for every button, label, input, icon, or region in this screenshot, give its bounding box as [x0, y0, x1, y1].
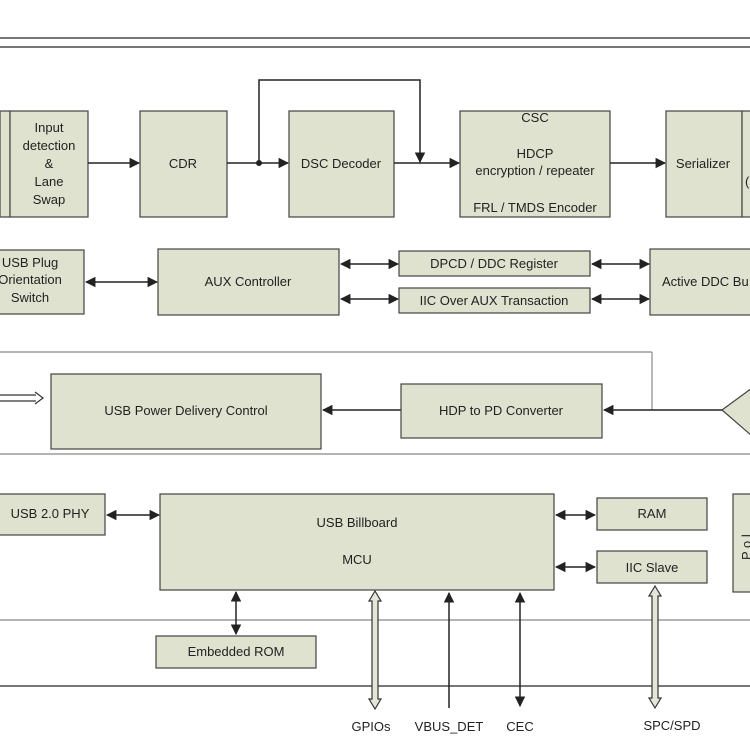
dpcd-ddc-block: DPCD / DDC Register [398, 250, 591, 277]
gpios-bus-arrow [367, 589, 383, 711]
serializer-block: Serializer ( [665, 110, 750, 218]
left-cut-block [0, 110, 11, 218]
cdr-label: CDR [169, 156, 197, 171]
active-ddc-label: Active DDC Bu [662, 274, 749, 289]
aux-controller-label: AUX Controller [205, 274, 292, 289]
ram-block: RAM [596, 497, 708, 531]
iic-over-aux-label: IIC Over AUX Transaction [420, 293, 569, 308]
input-detection-line-5: Swap [33, 192, 66, 207]
usb-plug-line-1: USB Plug [2, 255, 58, 270]
cdr-block: CDR [139, 110, 228, 218]
hdcp-label-line-2: encryption / repeater [475, 163, 595, 178]
input-detection-line-4: Lane [35, 174, 64, 189]
serializer-label: Serializer [676, 156, 731, 171]
right-cut-block: P o l [732, 493, 750, 593]
usb-billboard-mcu-block: USB Billboard MCU [159, 493, 555, 591]
spc-spd-bus-arrow [647, 584, 663, 710]
usb-plug-line-2: Orientation [0, 272, 62, 287]
usb-pd-block: USB Power Delivery Control [50, 373, 322, 450]
bypass-wire [258, 79, 426, 164]
iic-slave-block: IIC Slave [596, 550, 708, 584]
usb-billboard-label: USB Billboard [317, 515, 398, 530]
input-detection-line-3: & [45, 156, 54, 171]
usb-plug-block: USB Plug Orientation Switch [0, 249, 85, 315]
hdcp-label-line-1: HDCP [517, 146, 554, 161]
usb-plug-line-3: Switch [11, 290, 49, 305]
mcu-label: MCU [342, 552, 372, 567]
double-arrow-out [0, 391, 44, 405]
dsc-decoder-block: DSC Decoder [288, 110, 395, 218]
hdp-to-pd-label: HDP to PD Converter [439, 403, 564, 418]
spc-spd-label: SPC/SPD [643, 718, 700, 733]
cec-label: CEC [506, 719, 533, 734]
embedded-rom-label: Embedded ROM [188, 644, 285, 659]
usb20-phy-label: USB 2.0 PHY [11, 506, 90, 521]
hdcp-block: CSC HDCP encryption / repeater FRL / TMD… [459, 110, 611, 218]
input-detection-line-2: detection [23, 138, 76, 153]
embedded-rom-block: Embedded ROM [155, 635, 317, 669]
active-ddc-block: Active DDC Bu [649, 248, 750, 316]
right-cut-label: P o l [739, 534, 750, 560]
ram-label: RAM [638, 506, 667, 521]
gpios-label: GPIOs [351, 719, 391, 734]
vbus-det-label: VBUS_DET [415, 719, 484, 734]
buffer-triangle [721, 388, 750, 436]
frl-tmds-label: FRL / TMDS Encoder [473, 200, 597, 215]
dpcd-ddc-label: DPCD / DDC Register [430, 256, 559, 271]
usb20-phy-block: USB 2.0 PHY [0, 493, 106, 536]
dsc-decoder-label: DSC Decoder [301, 156, 382, 171]
iic-over-aux-block: IIC Over AUX Transaction [398, 287, 591, 314]
usb-pd-label: USB Power Delivery Control [104, 403, 267, 418]
csc-label: CSC [521, 110, 548, 125]
iic-slave-label: IIC Slave [626, 560, 679, 575]
input-detection-block: Input detection & Lane Swap [9, 110, 89, 218]
aux-controller-block: AUX Controller [157, 248, 340, 316]
serializer-cut-label: ( [745, 174, 750, 189]
input-detection-line-1: Input [35, 120, 64, 135]
hdp-to-pd-block: HDP to PD Converter [400, 383, 603, 439]
